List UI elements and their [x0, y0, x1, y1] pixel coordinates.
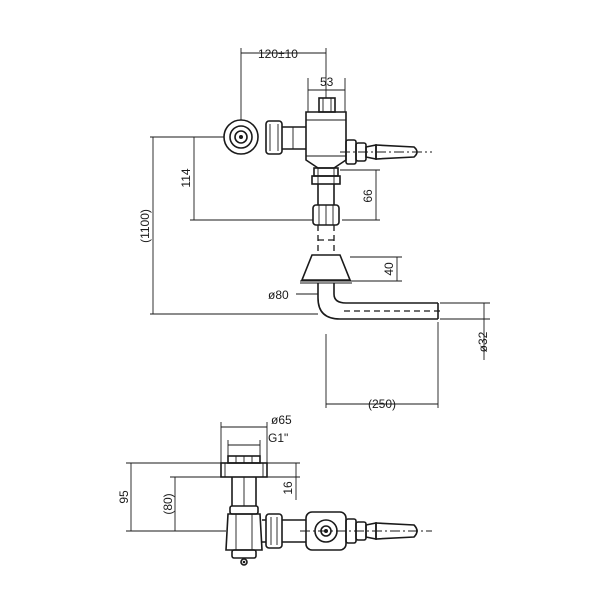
supply-inlet-flange	[223, 119, 259, 155]
flush-pipe-dashed	[317, 225, 335, 255]
dim-66: 66	[361, 189, 375, 203]
dim-16: 16	[281, 481, 295, 495]
flush-handle	[340, 139, 432, 165]
inlet-connector	[282, 126, 306, 150]
dim-80: (80)	[161, 493, 175, 514]
vacuum-breaker-nut	[312, 204, 340, 226]
inlet-nut	[265, 120, 283, 155]
front-elevation	[223, 97, 440, 320]
plan-flange-plate	[220, 455, 268, 478]
dim-phi32: ø32	[476, 331, 490, 352]
outlet-union	[311, 167, 341, 185]
dimensions-top	[150, 48, 490, 408]
dim-120: 120±10	[258, 47, 298, 61]
plan-flush-handle	[300, 518, 432, 544]
dim-1100: (1100)	[138, 209, 152, 243]
plan-inlet-union	[225, 505, 263, 566]
dim-53: 53	[320, 75, 334, 89]
dim-114: 114	[179, 168, 193, 187]
spud-flange	[300, 254, 352, 284]
dim-phi80: ø80	[268, 288, 289, 302]
dim-95: 95	[117, 490, 131, 504]
dim-g1: G1"	[268, 431, 288, 445]
plan-view	[220, 455, 432, 566]
plan-supply-stem	[231, 477, 257, 506]
plan-connector-nut	[262, 513, 306, 549]
flush-pipe-upper	[317, 184, 335, 205]
dimension-labels: 120±10 53 (1100) 114 66 40 ø80 ø32 (250)…	[117, 47, 490, 515]
dim-250: (250)	[368, 397, 396, 411]
dimensions-plan	[126, 422, 300, 532]
outlet-elbow	[317, 283, 440, 320]
dim-phi65: ø65	[271, 413, 292, 427]
dim-40: 40	[382, 262, 396, 276]
valve-body	[305, 97, 347, 169]
